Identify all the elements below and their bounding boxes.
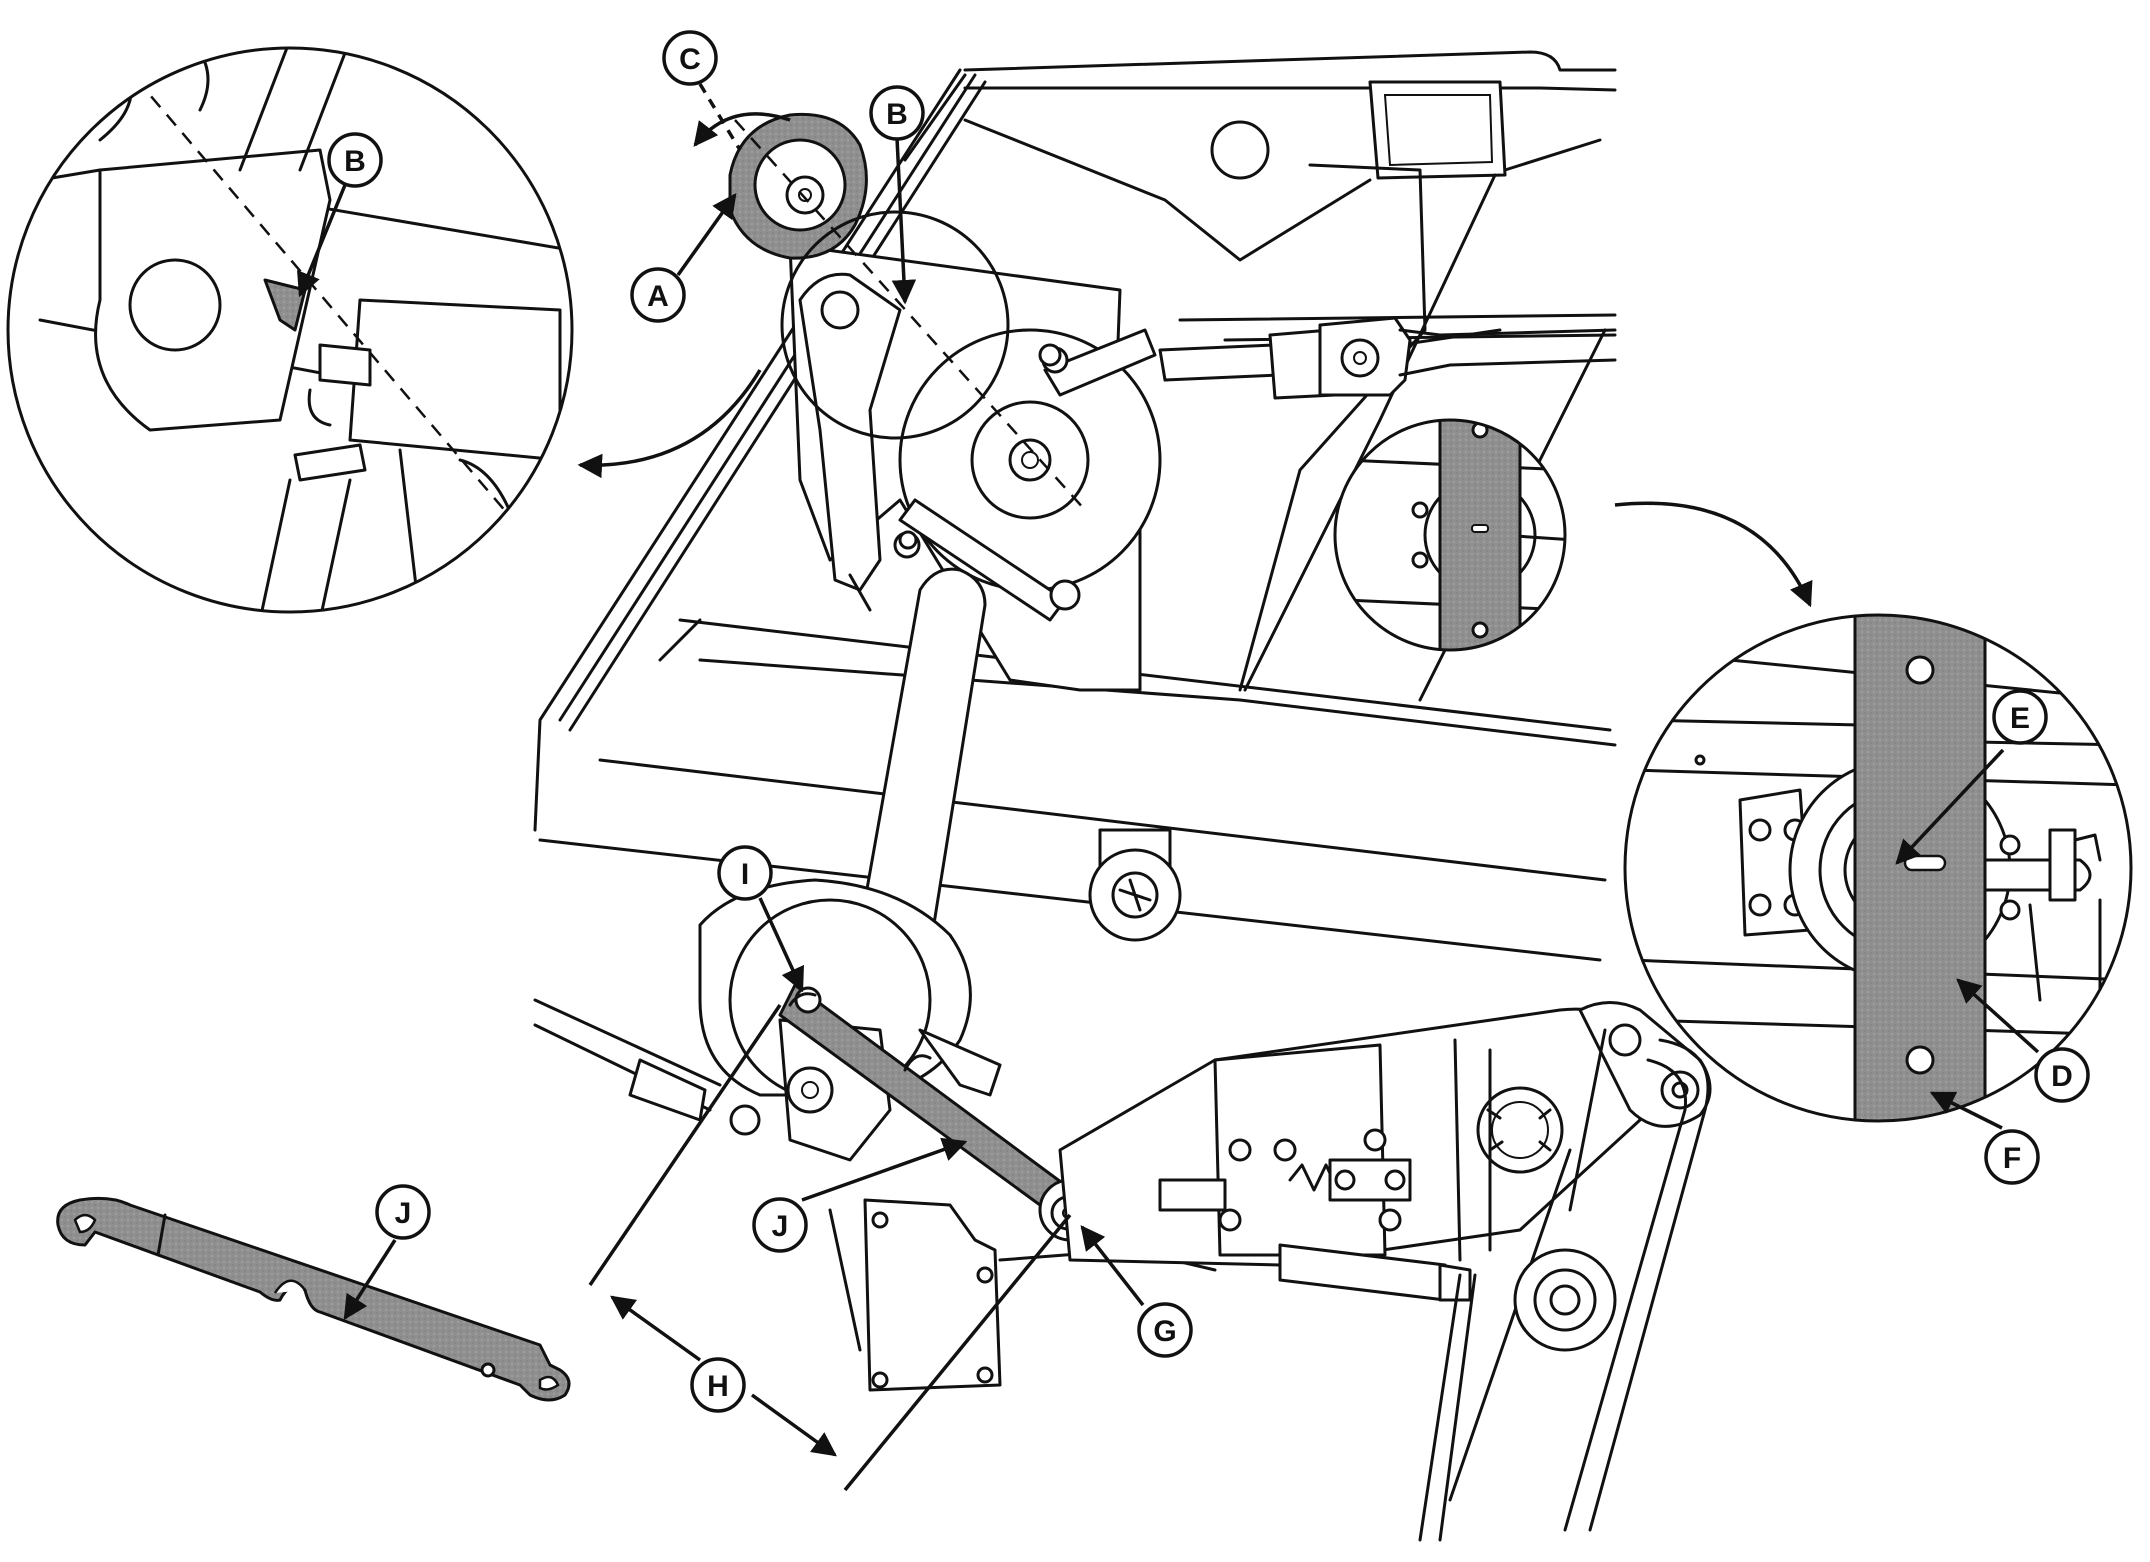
svg-text:C: C xyxy=(679,43,701,76)
callout-f: F xyxy=(1984,1129,2040,1185)
svg-text:G: G xyxy=(1153,1315,1176,1348)
svg-text:J: J xyxy=(772,1210,789,1243)
frame-structure xyxy=(533,50,1617,962)
callout-d: D xyxy=(2034,1047,2090,1103)
callout-i: I xyxy=(717,845,773,901)
callout-h: H xyxy=(690,1357,746,1413)
detail-marker-circle-right xyxy=(1335,420,1565,650)
loose-tool-j xyxy=(56,1196,571,1402)
callout-leaders xyxy=(297,137,2040,1321)
callout-j-installed: J xyxy=(752,1197,808,1253)
svg-text:E: E xyxy=(2010,702,2030,735)
callout-b-detail: B xyxy=(327,132,383,188)
dimension-h xyxy=(588,1004,1072,1492)
tensioner-assembly xyxy=(1058,1001,1712,1542)
callout-b-main: B xyxy=(869,85,925,141)
callout-a: A xyxy=(630,267,686,323)
detail-arrow-left xyxy=(577,369,762,479)
svg-text:I: I xyxy=(741,858,749,891)
svg-text:J: J xyxy=(395,1197,412,1230)
detail-arrow-right xyxy=(1614,501,1813,608)
detail-view-left xyxy=(6,46,574,614)
svg-text:A: A xyxy=(647,280,669,313)
svg-text:H: H xyxy=(707,1370,729,1403)
lower-pulley-assembly xyxy=(533,828,1217,1392)
detail-marker-circle-left xyxy=(780,210,1010,440)
alignment-dashed-line xyxy=(734,119,1086,511)
detail-view-right xyxy=(1623,613,2133,1123)
svg-text:B: B xyxy=(344,145,366,178)
callout-g: G xyxy=(1137,1302,1193,1358)
rotation-arrow xyxy=(693,112,791,147)
svg-text:F: F xyxy=(2003,1142,2021,1175)
svg-text:B: B xyxy=(886,98,908,131)
callout-c: C xyxy=(662,30,718,86)
svg-text:D: D xyxy=(2051,1060,2073,1093)
callout-j-loose: J xyxy=(375,1184,431,1240)
callout-e: E xyxy=(1992,689,2048,745)
